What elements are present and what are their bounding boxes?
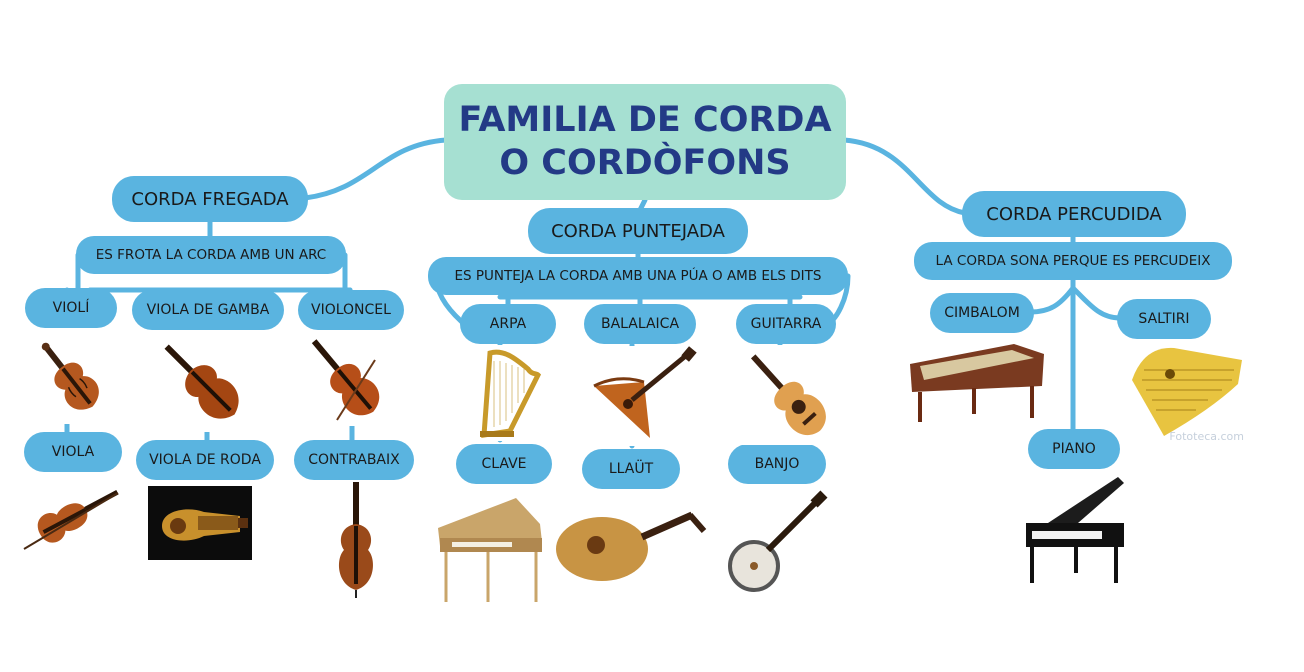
root-topic[interactable]: FAMILIA DE CORDA O CORDÒFONS <box>444 84 846 200</box>
leaf-guitarra[interactable]: GUITARRA <box>736 304 836 344</box>
root-title-line2: O CORDÒFONS <box>499 143 791 183</box>
leaf-violi[interactable]: VIOLÍ <box>25 288 117 328</box>
leaf-viola-de-roda[interactable]: VIOLA DE RODA <box>136 440 274 480</box>
balalaika-icon <box>588 346 698 446</box>
leaf-viola-de-gamba[interactable]: VIOLA DE GAMBA <box>132 290 284 330</box>
harp-icon <box>470 345 546 441</box>
cimbalom-icon <box>904 336 1050 426</box>
viola-icon <box>14 479 126 557</box>
leaf-cimbalom[interactable]: CIMBALOM <box>930 293 1034 333</box>
leaf-contrabaix[interactable]: CONTRABAIX <box>294 440 414 480</box>
desc-corda-percudida[interactable]: LA CORDA SONA PERQUE ES PERCUDEIX <box>914 242 1232 280</box>
psaltery-icon: Fototeca.com <box>1124 340 1250 444</box>
desc-corda-puntejada[interactable]: ES PUNTEJA LA CORDA AMB UNA PÚA O AMB EL… <box>428 257 848 295</box>
violin-icon <box>24 334 118 424</box>
lute-icon <box>552 497 710 587</box>
watermark-text: Fototeca.com <box>1169 430 1244 443</box>
harpsichord-icon <box>432 484 548 608</box>
branch-corda-puntejada[interactable]: CORDA PUNTEJADA <box>528 208 748 254</box>
piano-icon <box>1018 473 1130 589</box>
leaf-violoncel[interactable]: VIOLONCEL <box>298 290 404 330</box>
leaf-llaut[interactable]: LLAÜT <box>582 449 680 489</box>
leaf-arpa[interactable]: ARPA <box>460 304 556 344</box>
cello-icon <box>297 330 393 426</box>
leaf-viola[interactable]: VIOLA <box>24 432 122 472</box>
desc-corda-fregada[interactable]: ES FROTA LA CORDA AMB UN ARC <box>76 236 346 274</box>
leaf-banjo[interactable]: BANJO <box>728 444 826 484</box>
double-bass-icon <box>330 480 382 598</box>
leaf-piano[interactable]: PIANO <box>1028 429 1120 469</box>
banjo-icon <box>724 490 830 596</box>
branch-corda-fregada[interactable]: CORDA FREGADA <box>112 176 308 222</box>
leaf-saltiri[interactable]: SALTIRI <box>1117 299 1211 339</box>
branch-corda-percudida[interactable]: CORDA PERCUDIDA <box>962 191 1186 237</box>
root-title-line1: FAMILIA DE CORDA <box>458 100 832 140</box>
viola-da-gamba-icon <box>151 332 253 432</box>
hurdy-gurdy-icon <box>148 486 252 560</box>
guitar-icon <box>738 345 838 445</box>
leaf-balalaica[interactable]: BALALAICA <box>584 304 696 344</box>
leaf-clave[interactable]: CLAVE <box>456 444 552 484</box>
